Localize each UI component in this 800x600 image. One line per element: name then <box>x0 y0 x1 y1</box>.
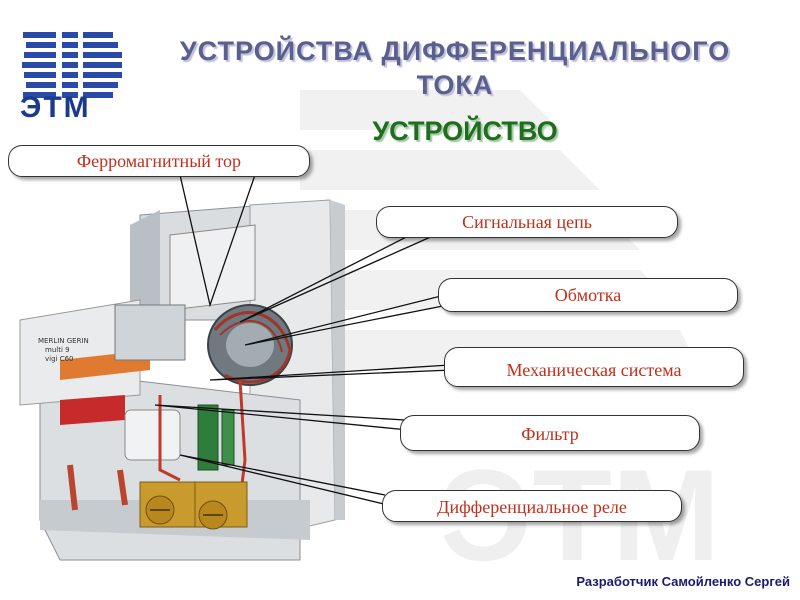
device-label-line3: vigi C60 <box>45 355 74 363</box>
callout-differential-relay: Дифференциальное реле <box>382 490 682 522</box>
device-label-line2: multi 9 <box>45 346 70 354</box>
callout-winding: Обмотка <box>438 278 738 312</box>
callout-mechanical-system: Механическая система <box>444 347 744 387</box>
callout-ferromagnetic-torus: Ферромагнитный тор <box>8 145 310 177</box>
callout-filter: Фильтр <box>400 415 700 451</box>
device-label-line1: MERLIN GERIN <box>38 337 89 345</box>
callout-signal-circuit: Сигнальная цепь <box>376 206 678 238</box>
footer-author: Разработчик Самойленко Сергей <box>520 574 790 589</box>
